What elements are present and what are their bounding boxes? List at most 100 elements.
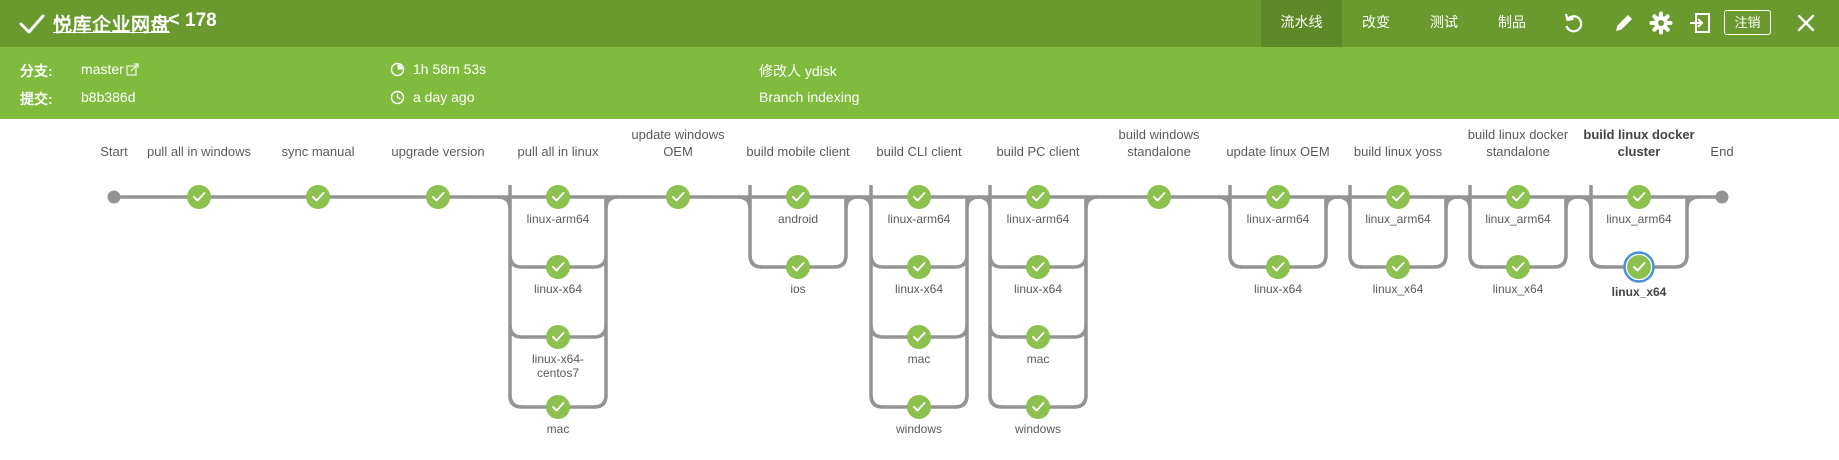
- end-node: [1715, 190, 1729, 204]
- branch-label: linux-x64: [895, 282, 943, 296]
- branch-label: mac: [547, 422, 570, 436]
- stage-title: upgrade version: [391, 144, 484, 159]
- node-circle: [1026, 185, 1050, 209]
- project-title-link[interactable]: 悦库企业网盘: [53, 15, 171, 36]
- branch-value[interactable]: master: [81, 61, 124, 77]
- node-circle: [1506, 185, 1530, 209]
- branch-row-curve: [748, 254, 763, 269]
- branch-node[interactable]: [1026, 255, 1050, 279]
- tab-tests[interactable]: 测试: [1430, 14, 1458, 30]
- branch-row-curve: [508, 394, 523, 409]
- branch-label: windows: [895, 422, 942, 436]
- branch-node[interactable]: [1627, 185, 1651, 209]
- branch-row-curve: [1553, 254, 1568, 269]
- join-curve: [1324, 195, 1339, 210]
- run-number: 178: [185, 10, 217, 31]
- branch-node[interactable]: [1266, 255, 1290, 279]
- branch-label: mac: [1027, 352, 1050, 366]
- stage-node[interactable]: [426, 185, 450, 209]
- branch-node[interactable]: [907, 185, 931, 209]
- stage-node[interactable]: [187, 185, 211, 209]
- tab-changes[interactable]: 改变: [1362, 14, 1390, 30]
- branch-node[interactable]: [1623, 251, 1655, 283]
- branch-node[interactable]: [907, 255, 931, 279]
- run-info-bar: 分支: master 提交: b8b386d 1h 58m 53s a day …: [0, 47, 1839, 119]
- branch-row-curve: [508, 254, 523, 269]
- tab-pipeline[interactable]: 流水线: [1261, 0, 1342, 47]
- stage-title: standalone: [1486, 144, 1550, 159]
- check-icon: [552, 192, 565, 202]
- branch-node[interactable]: [1026, 185, 1050, 209]
- join-curve: [1685, 195, 1700, 210]
- branch-row-curve: [508, 324, 523, 339]
- commit-value[interactable]: b8b386d: [81, 89, 136, 105]
- branch-node[interactable]: [907, 395, 931, 419]
- exit-icon[interactable]: [1687, 10, 1713, 36]
- branch-fork-line: [869, 184, 884, 409]
- branch-node[interactable]: [1506, 185, 1530, 209]
- branch-node[interactable]: [786, 255, 810, 279]
- check-icon: [552, 332, 565, 342]
- stage-title: OEM: [663, 144, 693, 159]
- branch-node[interactable]: [1506, 255, 1530, 279]
- branch-join-line: [1073, 197, 1088, 409]
- success-check-icon: [19, 14, 45, 34]
- branch-row-curve: [1433, 254, 1448, 269]
- edit-icon[interactable]: [1611, 10, 1637, 36]
- branch-node[interactable]: [546, 325, 570, 349]
- branch-label: linux_arm64: [1485, 212, 1551, 226]
- join-curve: [1564, 195, 1579, 210]
- check-icon: [1392, 262, 1405, 272]
- stage-title: build mobile client: [746, 144, 850, 159]
- branch-node[interactable]: [907, 325, 931, 349]
- node-circle: [907, 325, 931, 349]
- top-header: 悦库企业网盘 < 178 流水线 改变 测试 制品 注销: [0, 0, 1839, 47]
- branch-row-curve: [1348, 254, 1363, 269]
- close-icon[interactable]: [1793, 10, 1819, 36]
- branch-label: linux_arm64: [1606, 212, 1672, 226]
- branch-node[interactable]: [546, 185, 570, 209]
- fork-curve: [1578, 195, 1593, 210]
- branch-row-curve: [593, 324, 608, 339]
- branch-node[interactable]: [1026, 325, 1050, 349]
- branch-row-curve: [869, 394, 884, 409]
- check-icon: [1633, 192, 1646, 202]
- check-icon: [672, 192, 685, 202]
- branch-node[interactable]: [546, 395, 570, 419]
- branch-row-curve: [1228, 254, 1243, 269]
- logout-button[interactable]: 注销: [1724, 10, 1771, 35]
- gear-icon[interactable]: [1648, 10, 1674, 36]
- external-link-icon[interactable]: [126, 63, 139, 76]
- branch-label: android: [778, 212, 818, 226]
- stage-node[interactable]: [1147, 185, 1171, 209]
- branch-label: mac: [908, 352, 931, 366]
- branch-node[interactable]: [1386, 185, 1410, 209]
- check-icon: [432, 192, 445, 202]
- stage-node[interactable]: [666, 185, 690, 209]
- branch-node[interactable]: [1266, 185, 1290, 209]
- breadcrumb-separator: <: [168, 9, 180, 31]
- stage-node[interactable]: [306, 185, 330, 209]
- branch-row-curve: [988, 394, 1003, 409]
- replay-icon[interactable]: [1560, 10, 1586, 36]
- fork-curve: [858, 195, 873, 210]
- fork-curve: [1217, 195, 1232, 210]
- stage-title: pull all in windows: [147, 144, 252, 159]
- tab-artifacts[interactable]: 制品: [1498, 14, 1526, 30]
- branch-node[interactable]: [546, 255, 570, 279]
- branch-label: linux-x64: [1014, 282, 1062, 296]
- branch-row-curve: [869, 254, 884, 269]
- node-circle: [1147, 185, 1171, 209]
- branch-node[interactable]: [786, 185, 810, 209]
- branch-label: linux_arm64: [1365, 212, 1431, 226]
- branch-row-curve: [833, 254, 848, 269]
- branch-node[interactable]: [1026, 395, 1050, 419]
- node-circle: [1386, 255, 1410, 279]
- branch-row-curve: [869, 324, 884, 339]
- branch-label: linux-x64-: [532, 352, 584, 366]
- check-icon: [913, 262, 926, 272]
- branch-label: linux-arm64: [888, 212, 951, 226]
- check-icon: [312, 192, 325, 202]
- join-curve: [1084, 195, 1099, 210]
- branch-node[interactable]: [1386, 255, 1410, 279]
